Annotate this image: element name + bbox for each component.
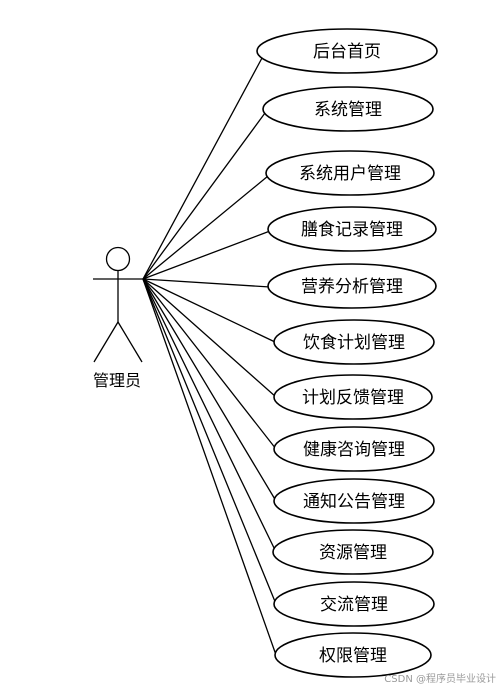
use-case-ellipse	[273, 426, 435, 472]
use-case-home: 后台首页	[256, 28, 438, 74]
actor-admin: 管理员	[93, 246, 143, 390]
use-case-ellipse	[267, 206, 437, 252]
association-line-permissions	[142, 278, 277, 656]
association-line-nutrition-analysis	[142, 278, 271, 288]
use-case-ellipse	[265, 150, 435, 196]
association-line-diet-records	[142, 230, 271, 280]
association-line-system	[142, 112, 266, 280]
use-case-list: 后台首页 系统管理 系统用户管理 膳食记录管理 营养分析管理 饮食计划管理 计划…	[256, 28, 438, 678]
use-case-ellipse	[274, 632, 432, 678]
association-line-resources	[142, 278, 277, 553]
association-line-announcements	[142, 278, 277, 502]
use-case-system: 系统管理	[262, 86, 434, 132]
use-case-ellipse	[273, 581, 435, 627]
use-case-ellipse	[273, 478, 435, 524]
association-line-exchange	[142, 278, 277, 605]
use-case-label: 饮食计划管理	[303, 333, 405, 353]
use-case-system-users: 系统用户管理	[265, 150, 435, 196]
actor-left-leg	[93, 321, 119, 363]
use-case-ellipse	[267, 263, 437, 309]
use-case-exchange: 交流管理	[273, 581, 435, 627]
use-case-resources: 资源管理	[272, 529, 434, 575]
use-case-label: 通知公告管理	[303, 492, 405, 512]
use-case-label: 膳食记录管理	[301, 220, 403, 240]
use-case-diet-records: 膳食记录管理	[267, 206, 437, 252]
use-case-label: 资源管理	[319, 543, 387, 563]
use-case-ellipse	[256, 28, 438, 74]
use-case-ellipse	[273, 374, 433, 420]
use-case-label: 交流管理	[320, 595, 388, 615]
use-case-label: 系统管理	[314, 100, 382, 120]
use-case-ellipse	[262, 86, 434, 132]
use-case-announcements: 通知公告管理	[273, 478, 435, 524]
association-line-system-users	[142, 175, 269, 280]
use-case-label: 健康咨询管理	[303, 440, 405, 460]
association-line-home	[142, 57, 263, 280]
use-case-plan-feedback: 计划反馈管理	[273, 374, 433, 420]
association-lines	[142, 57, 277, 656]
association-line-diet-plan	[142, 278, 276, 343]
use-case-nutrition-analysis: 营养分析管理	[267, 263, 437, 309]
use-case-diet-plan: 饮食计划管理	[273, 319, 435, 365]
association-line-health-consult	[142, 278, 277, 450]
actor-right-leg	[117, 321, 143, 363]
use-case-permissions: 权限管理	[274, 632, 432, 678]
use-case-ellipse	[273, 319, 435, 365]
use-case-ellipse	[272, 529, 434, 575]
actor-label: 管理员	[93, 371, 141, 390]
use-case-label: 系统用户管理	[299, 164, 401, 184]
association-line-plan-feedback	[142, 278, 277, 398]
use-case-label: 计划反馈管理	[302, 388, 404, 408]
use-case-health-consult: 健康咨询管理	[273, 426, 435, 472]
use-case-label: 营养分析管理	[301, 277, 403, 297]
watermark-text: CSDN @程序员毕业设计	[384, 672, 496, 685]
use-case-label: 后台首页	[313, 42, 381, 62]
use-case-label: 权限管理	[319, 646, 387, 666]
actor-head	[105, 246, 131, 272]
